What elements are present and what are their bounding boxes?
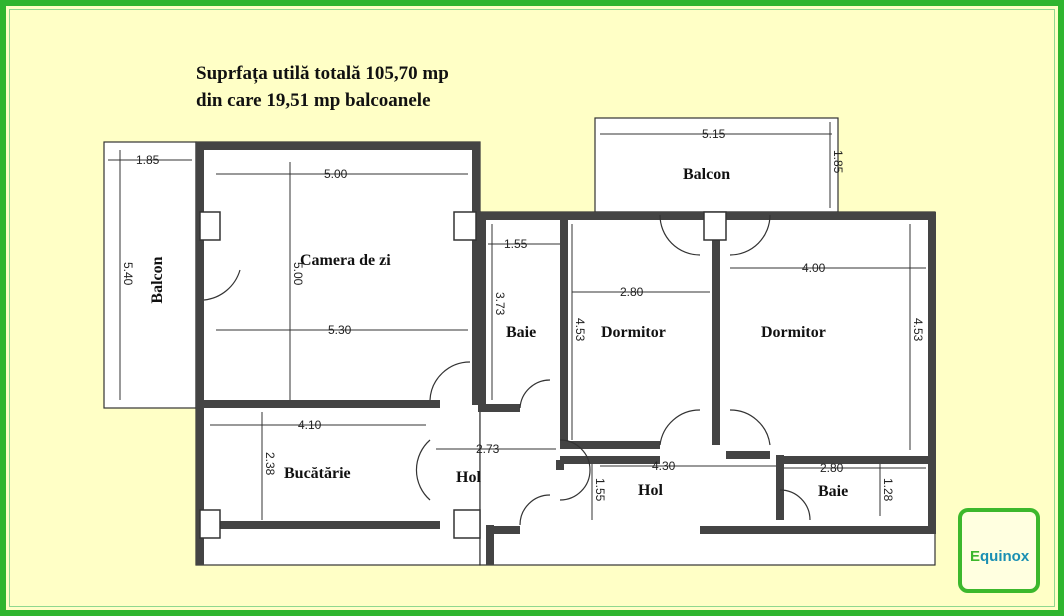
dim-label: 3.73	[493, 292, 507, 316]
dim-label: 5.15	[702, 127, 726, 141]
room-balcon-left: Balcon	[149, 256, 166, 303]
room-hol-2: Hol	[638, 482, 663, 499]
dim-label: 2.80	[620, 285, 644, 299]
dim-label: 1.85	[831, 150, 845, 174]
dimension-labels: 1.85 5.00 5.40 5.00 5.30 1.55 3.73 4.53 …	[121, 127, 925, 502]
dim-label: 1.55	[504, 237, 528, 251]
doors	[203, 214, 811, 526]
surface-total: Suprfața utilă totală 105,70 mp	[196, 63, 449, 84]
dim-label: 4.53	[573, 318, 587, 342]
dim-label: 5.30	[328, 323, 352, 337]
room-baie-2: Baie	[818, 483, 848, 500]
walls	[196, 142, 936, 565]
room-balcon-top: Balcon	[683, 166, 730, 183]
dim-label: 1.85	[136, 153, 160, 167]
dim-label: 2.80	[820, 461, 844, 475]
dim-label: 4.00	[802, 261, 826, 275]
dim-label: 5.00	[324, 167, 348, 181]
logo-text: Equinox	[970, 548, 1030, 565]
room-bucatarie: Bucătărie	[284, 465, 351, 482]
dim-label: 5.40	[121, 262, 135, 286]
room-dormitor-2: Dormitor	[761, 324, 826, 341]
dim-label: 2.73	[476, 442, 500, 456]
dim-label: 4.53	[911, 318, 925, 342]
dim-label: 4.30	[652, 459, 676, 473]
dim-label: 5.00	[291, 262, 305, 286]
dim-label: 2.38	[263, 452, 277, 476]
plan-areas	[103, 117, 936, 566]
dim-label: 1.28	[881, 478, 895, 502]
dim-label: 4.10	[298, 418, 322, 432]
room-camera-de-zi: Camera de zi	[300, 252, 391, 269]
dim-label: 1.55	[593, 478, 607, 502]
room-hol-1: Hol	[456, 469, 481, 486]
room-labels: Balcon Camera de zi Baie Dormitor Dormit…	[149, 166, 848, 500]
surface-summary: Suprfața utilă totală 105,70 mp din care…	[196, 60, 449, 114]
room-baie-1: Baie	[506, 324, 536, 341]
surface-balconies: din care 19,51 mp balcoanele	[196, 90, 431, 111]
equinox-logo: Equinox	[958, 508, 1040, 593]
dimension-lines	[108, 122, 926, 520]
room-dormitor-1: Dormitor	[601, 324, 666, 341]
columns	[199, 211, 727, 539]
